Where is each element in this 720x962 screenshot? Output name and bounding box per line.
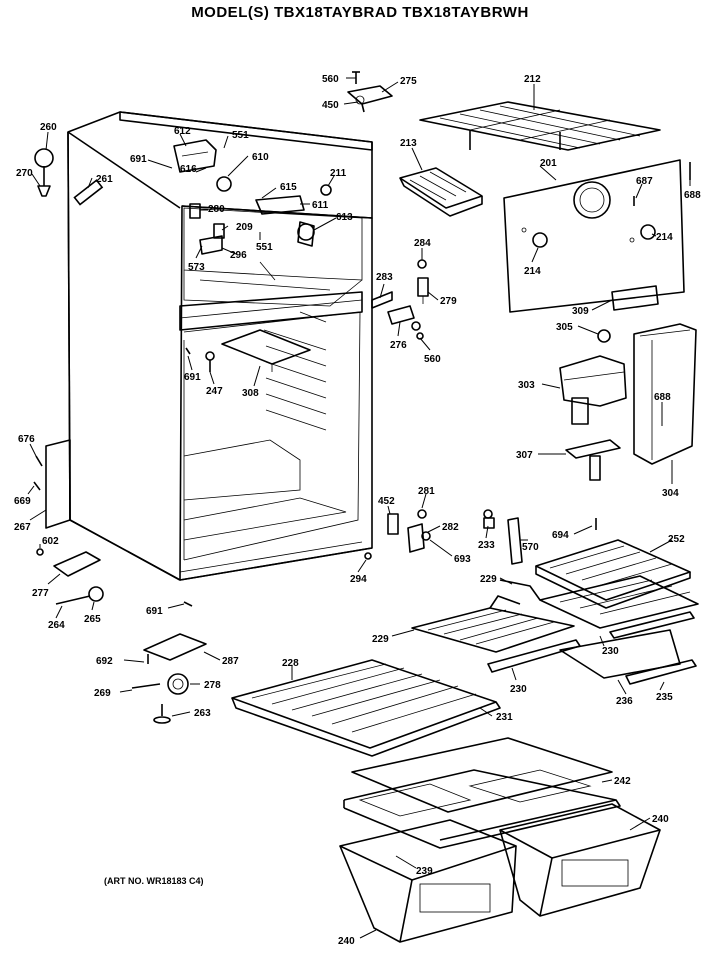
- callout-294: 294: [350, 574, 367, 585]
- callout-230b: 230: [510, 684, 527, 695]
- crisper-cover-242: [343, 737, 621, 849]
- callout-669: 669: [14, 496, 31, 507]
- callout-280: 280: [208, 204, 225, 215]
- callout-229b: 229: [372, 634, 389, 645]
- callout-281: 281: [418, 486, 435, 497]
- shelf-228: [231, 659, 501, 757]
- callout-284: 284: [414, 238, 431, 249]
- callout-693: 693: [454, 554, 471, 565]
- art-number: (ART NO. WR18183 C4): [104, 876, 204, 886]
- callout-694: 694: [552, 530, 569, 541]
- callout-309: 309: [572, 306, 589, 317]
- callout-260: 260: [40, 122, 57, 133]
- callout-296: 296: [230, 250, 247, 261]
- crisper-drawer-right: [499, 803, 661, 917]
- callout-230a: 230: [602, 646, 619, 657]
- callout-240b: 240: [338, 936, 355, 947]
- callout-616: 616: [180, 164, 197, 175]
- callout-247: 247: [206, 386, 223, 397]
- callout-691c: 691: [146, 606, 163, 617]
- callout-691: 691: [130, 154, 147, 165]
- callout-691b: 691: [184, 372, 201, 383]
- callout-688: 688: [684, 190, 701, 201]
- callout-615: 615: [280, 182, 297, 193]
- callout-278: 278: [204, 680, 221, 691]
- callout-209: 209: [236, 222, 253, 233]
- shelf-229-right: [499, 575, 699, 639]
- callout-201: 201: [540, 158, 557, 169]
- callout-267: 267: [14, 522, 31, 533]
- callout-305: 305: [556, 322, 573, 333]
- callout-231: 231: [496, 712, 513, 723]
- callout-551b: 551: [256, 242, 273, 253]
- ice-tray-213: [399, 167, 483, 217]
- callout-687: 687: [636, 176, 653, 187]
- callout-233: 233: [478, 540, 495, 551]
- callout-263: 263: [194, 708, 211, 719]
- callout-264: 264: [48, 620, 65, 631]
- callout-213: 213: [400, 138, 417, 149]
- freezer-shelf-212: [419, 101, 661, 151]
- callout-240a: 240: [652, 814, 669, 825]
- callout-228: 228: [282, 658, 299, 669]
- evaporator-cover-201: [503, 159, 691, 313]
- model-title: MODEL(S) TBX18TAYBRAD TBX18TAYBRWH: [191, 4, 529, 21]
- callout-229a: 229: [480, 574, 497, 585]
- callout-573: 573: [188, 262, 205, 273]
- callout-303: 303: [518, 380, 535, 391]
- callout-610: 610: [252, 152, 269, 163]
- callout-287: 287: [222, 656, 239, 667]
- callout-570: 570: [522, 542, 539, 553]
- callout-688b: 688: [654, 392, 671, 403]
- callout-308: 308: [242, 388, 259, 399]
- callout-612: 612: [174, 126, 191, 137]
- callout-214b: 214: [656, 232, 673, 243]
- callout-252: 252: [668, 534, 685, 545]
- callout-560b: 560: [424, 354, 441, 365]
- callout-560: 560: [322, 74, 339, 85]
- callout-692: 692: [96, 656, 113, 667]
- callout-307: 307: [516, 450, 533, 461]
- callout-611: 611: [312, 200, 329, 211]
- callout-242: 242: [614, 776, 631, 787]
- callout-212: 212: [524, 74, 541, 85]
- shelf-236-235: [559, 629, 697, 685]
- callout-283: 283: [376, 272, 393, 283]
- middle-parts: [185, 259, 697, 481]
- callout-613: 613: [336, 212, 353, 223]
- callout-277: 277: [32, 588, 49, 599]
- callout-275: 275: [400, 76, 417, 87]
- callout-602: 602: [42, 536, 59, 547]
- callout-551: 551: [232, 130, 249, 141]
- callout-304: 304: [662, 488, 679, 499]
- callout-236: 236: [616, 696, 633, 707]
- callout-261: 261: [96, 174, 113, 185]
- callout-276: 276: [390, 340, 407, 351]
- callout-676: 676: [18, 434, 35, 445]
- cabinet-top-parts: [34, 71, 393, 255]
- callout-269: 269: [94, 688, 111, 699]
- callout-270: 270: [16, 168, 33, 179]
- callout-450: 450: [322, 100, 339, 111]
- callout-279: 279: [440, 296, 457, 307]
- callout-labels: 560 275 450 212 260 270 261 612 551 691 …: [14, 74, 701, 947]
- callout-214a: 214: [524, 266, 541, 277]
- callout-282: 282: [442, 522, 459, 533]
- shelf-252: [535, 539, 691, 609]
- callout-265: 265: [84, 614, 101, 625]
- callout-235: 235: [656, 692, 673, 703]
- callout-452: 452: [378, 496, 395, 507]
- center-hardware: [364, 509, 597, 565]
- crisper-drawer-left: [339, 819, 517, 943]
- lower-left-parts: [33, 455, 207, 724]
- leader-lines: [27, 77, 691, 939]
- callout-239: 239: [416, 866, 433, 877]
- callout-211: 211: [330, 168, 347, 179]
